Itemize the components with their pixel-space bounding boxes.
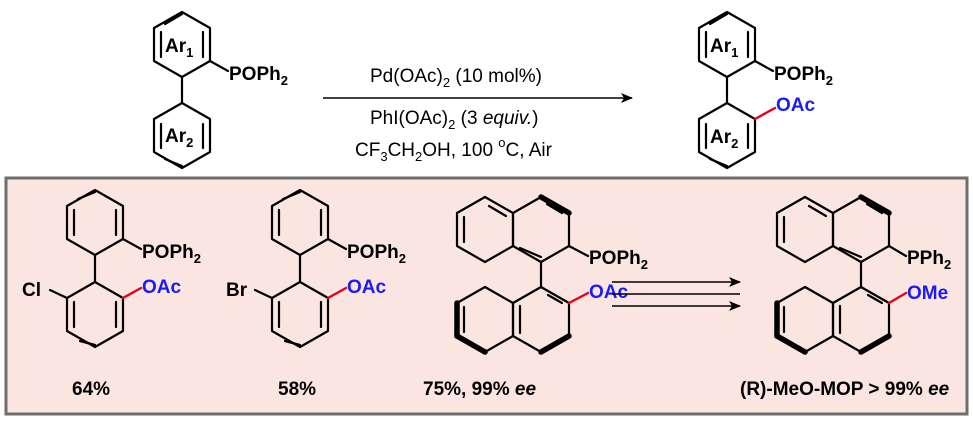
condition-catalyst: Pd(OAc)2 (10 mol%) bbox=[370, 66, 542, 90]
example-2-popH2-label: POPh2 bbox=[347, 242, 406, 266]
reactant-popH2-label: POPh2 bbox=[229, 64, 288, 88]
example-meo-mop: PPh2 OMe bbox=[774, 194, 951, 355]
reactant-ar1-label: Ar1 bbox=[165, 36, 193, 60]
product-oac-bond bbox=[753, 106, 777, 121]
example-1-yield: 64% bbox=[72, 379, 110, 400]
reactant-ar2-label: Ar2 bbox=[165, 126, 193, 150]
example-bromo: POPh2 Br OAc bbox=[226, 188, 406, 349]
product-structure: Ar1 POPh2 Ar2 OAc bbox=[697, 10, 833, 170]
example-chloro: POPh2 Cl OAc bbox=[22, 188, 201, 349]
product-ar2-label: Ar2 bbox=[710, 127, 738, 151]
example-1-halogen-label: Cl bbox=[22, 280, 41, 301]
example-4-ome-label: OMe bbox=[907, 283, 948, 304]
example-3-yield: 75%, 99% ee bbox=[423, 379, 536, 400]
reactant-structure: Ar1 POPh2 Ar2 bbox=[152, 10, 288, 170]
multistep-arrow bbox=[612, 277, 741, 311]
example-4-pph2-label: PPh2 bbox=[907, 248, 951, 272]
example-2-halogen-label: Br bbox=[226, 280, 248, 301]
reactant-ring-ar2 bbox=[152, 101, 212, 170]
product-p-bond bbox=[753, 59, 775, 73]
product-oac-label: OAc bbox=[776, 95, 816, 116]
example-binaphthyl: POPh2 OAc bbox=[454, 194, 648, 355]
example-3-oac-label: OAc bbox=[589, 282, 629, 303]
product-popH2-label: POPh2 bbox=[774, 64, 833, 88]
example-1-oac-label: OAc bbox=[142, 277, 182, 298]
example-2-yield: 58% bbox=[278, 379, 316, 400]
product-ar1-label: Ar1 bbox=[710, 36, 738, 60]
reactant-p-bond bbox=[208, 59, 230, 73]
condition-solvent: CF3CH2OH, 100 oC, Air bbox=[355, 135, 553, 164]
example-3-popH2-label: POPh2 bbox=[589, 248, 648, 272]
condition-oxidant: PhI(OAc)2 (3 equiv.) bbox=[370, 108, 538, 132]
examples-panel bbox=[4, 176, 969, 416]
example-2-oac-label: OAc bbox=[347, 277, 387, 298]
example-4-yield: (R)-MeO-MOP > 99% ee bbox=[740, 379, 950, 400]
example-1-popH2-label: POPh2 bbox=[142, 242, 201, 266]
